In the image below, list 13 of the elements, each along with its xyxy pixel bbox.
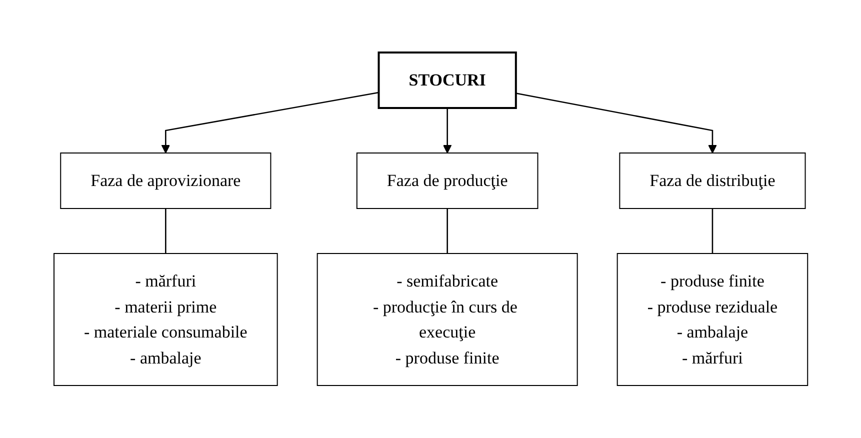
node-box: - mărfuri - materii prime - materiale consumabile - ambalaje	[53, 253, 278, 386]
arrow	[442, 108, 452, 154]
connector	[712, 208, 713, 254]
connector	[446, 208, 448, 254]
node-box: - produse finite - produse reziduale - ambalaje - mărfuri	[616, 253, 808, 386]
node-box: STOCURI	[377, 52, 517, 109]
node-box: - semifabricate - producţie în curs de execuţie - produse finite	[316, 253, 578, 386]
node-box: Faza de aprovizionare	[60, 152, 271, 209]
node-box: Faza de distribuţie	[618, 152, 806, 209]
connector	[164, 208, 166, 254]
node-box: Faza de producţie	[356, 152, 538, 209]
arrow	[515, 92, 717, 154]
arrow	[160, 92, 379, 154]
